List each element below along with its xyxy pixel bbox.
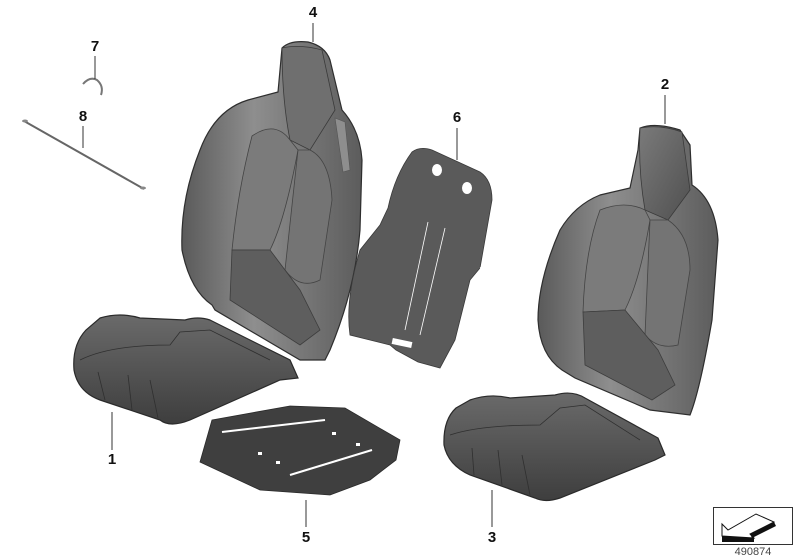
callout-5[interactable]: 5 [301,529,311,546]
backrest-cover-right-part[interactable] [537,124,719,416]
callout-6[interactable]: 6 [452,109,462,126]
callout-1[interactable]: 1 [107,451,117,468]
callout-7[interactable]: 7 [90,38,100,55]
direction-arrow-box [713,507,793,545]
clip-part[interactable] [82,77,103,96]
callout-2[interactable]: 2 [660,76,670,93]
seat-heating-pad-cushion-part[interactable] [199,405,401,496]
wire-rod-part[interactable] [22,119,146,190]
seat-cushion-cover-right-part[interactable] [443,392,666,502]
callout-3[interactable]: 3 [487,529,497,546]
seat-cushion-cover-left-part[interactable] [73,314,299,425]
reference-number: 490874 [734,546,772,558]
leader-lines [82,23,666,527]
seat-heating-pad-backrest-part[interactable] [348,148,493,369]
backrest-cover-left-part[interactable] [181,41,363,361]
direction-arrow-icon [721,513,776,542]
callout-4[interactable]: 4 [308,4,318,21]
callout-8[interactable]: 8 [78,108,88,125]
